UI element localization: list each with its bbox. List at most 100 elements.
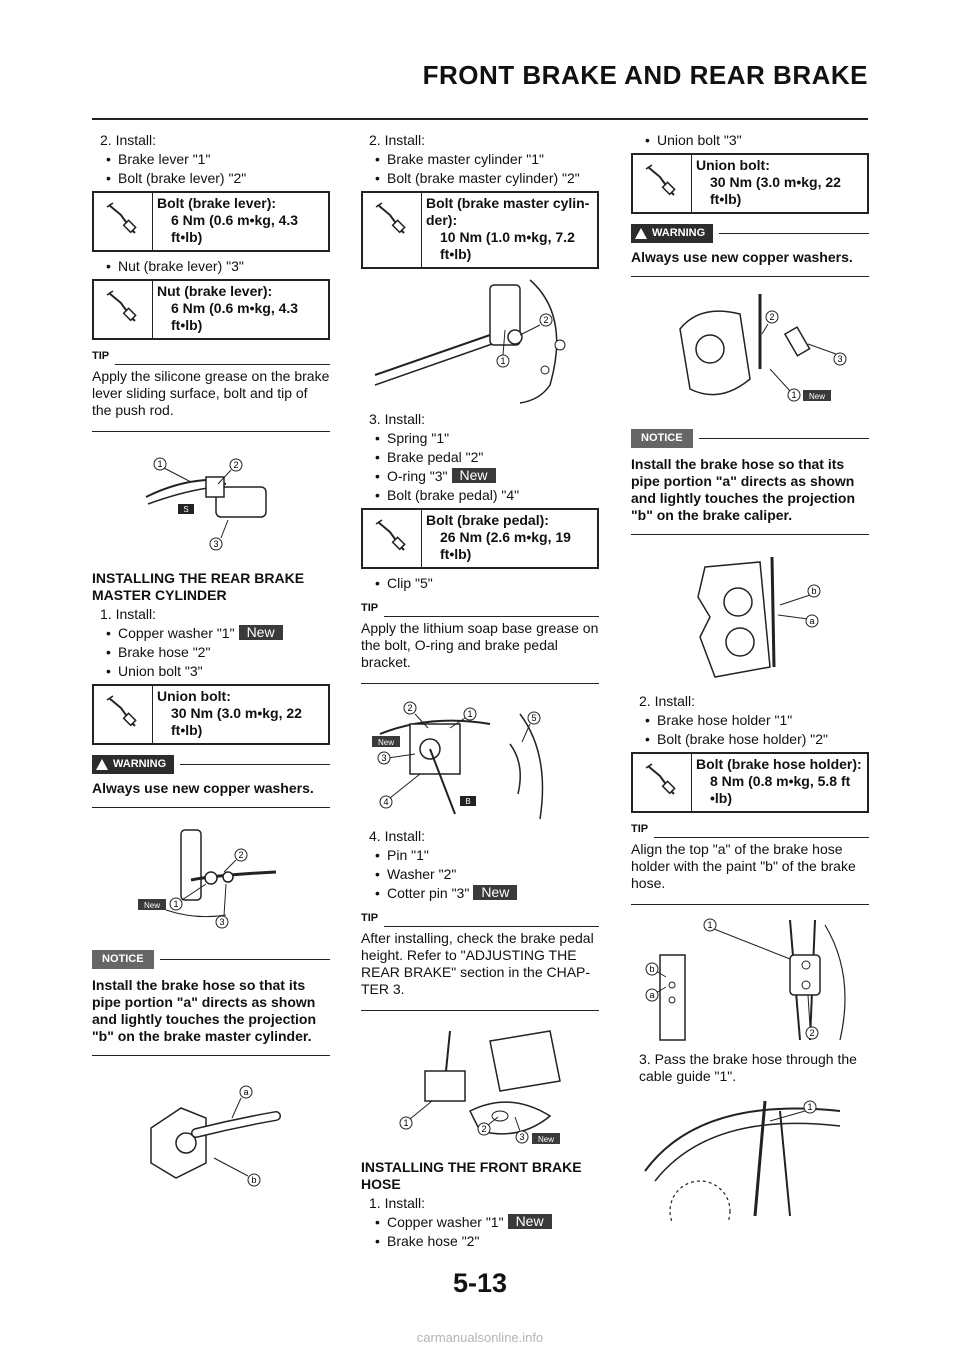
spec-title: Bolt (brake hose holder):: [696, 756, 862, 772]
spec-value: 26 Nm (2.6 m•kg, 19 ft•lb): [440, 529, 571, 562]
callout-1: 1: [500, 356, 505, 366]
list-item: Bolt (brake hose holder) "2": [631, 731, 869, 748]
spec-title: Union bolt:: [696, 157, 770, 173]
list-item: Clip "5": [361, 575, 599, 592]
watermark: carmanualsonline.info: [416, 1330, 544, 1345]
torque-wrench-icon: [633, 754, 692, 811]
torque-wrench-icon: [363, 193, 422, 267]
hose-pipe-illustration: a b: [150, 1085, 281, 1187]
callout-1: 1: [157, 459, 162, 469]
callout-b: b: [649, 964, 654, 974]
warning-badge: WARNING: [631, 224, 714, 243]
list-item: Washer "2": [361, 866, 599, 883]
spec-value: 6 Nm (0.6 m•kg, 4.3 ft•lb): [171, 212, 299, 245]
new-badge: New: [538, 1135, 554, 1144]
brake-caliper-illustration: b a: [697, 556, 821, 678]
new-badge: New: [809, 392, 825, 401]
callout-2: 2: [769, 312, 774, 322]
step: 2. Install:: [100, 132, 157, 148]
list-item: O-ring "3"New: [361, 468, 599, 485]
list-item: Brake lever "1": [92, 151, 330, 168]
callout-4: 4: [383, 797, 388, 807]
tip-label: TIP: [361, 602, 379, 614]
list-item: Brake hose "2": [361, 1233, 599, 1250]
torque-spec-box: Bolt (brake lever):6 Nm (0.6 m•kg, 4.3 f…: [92, 191, 330, 252]
grease-s-icon: S: [183, 505, 188, 514]
column-1: 2. Install: Brake lever "1" Bolt (brake …: [92, 132, 330, 1204]
column-3: Union bolt "3" Union bolt:30 Nm (3.0 m•k…: [631, 132, 869, 1227]
torque-spec-box: Union bolt:30 Nm (3.0 m•kg, 22 ft•lb): [631, 153, 869, 214]
callout-3: 3: [837, 354, 842, 364]
rear-master-cylinder-illustration: 2 1: [374, 279, 566, 404]
callout-a: a: [649, 990, 654, 1000]
spec-value: 10 Nm (1.0 m•kg, 7.2 ft•lb): [440, 229, 575, 262]
torque-wrench-icon: [94, 686, 153, 743]
callout-3: 3: [219, 917, 224, 927]
new-badge: New: [238, 625, 283, 640]
step: 2. Install:: [639, 693, 696, 709]
list-item: Pin "1": [361, 847, 599, 864]
callout-b: b: [811, 586, 816, 596]
tip-label: TIP: [92, 350, 110, 362]
spec-value: 6 Nm (0.6 m•kg, 4.3 ft•lb): [171, 300, 299, 333]
list-item: Union bolt "3": [92, 663, 330, 680]
spec-title: Nut (brake lever):: [157, 283, 273, 299]
torque-wrench-icon: [633, 155, 692, 212]
notice-block: NOTICE Install the brake hose so that it…: [92, 950, 330, 1056]
callout-b: b: [251, 1175, 256, 1185]
tip-text: Align the top "a" of the brake hose hold…: [631, 841, 869, 905]
torque-spec-box: Nut (brake lever):6 Nm (0.6 m•kg, 4.3 ft…: [92, 279, 330, 340]
brake-lever-illustration: 1 2 3 S: [145, 457, 267, 551]
spec-value: 8 Nm (0.8 m•kg, 5.8 ft •lb): [710, 773, 851, 806]
warning-text: Always use new copper washers.: [92, 780, 330, 808]
header-rule: [92, 118, 868, 120]
new-badge: New: [451, 468, 496, 483]
list-item: Cotter pin "3"New: [361, 885, 599, 902]
torque-wrench-icon: [363, 510, 422, 567]
cotter-pin-illustration: 1 2 3 New: [399, 1030, 561, 1144]
spec-title: Bolt (brake pedal):: [426, 512, 549, 528]
callout-2: 2: [481, 1124, 486, 1134]
tip-label: TIP: [361, 912, 379, 924]
new-badge: New: [144, 901, 160, 910]
page-title: FRONT BRAKE AND REAR BRAKE: [422, 60, 868, 90]
warning-block: WARNING Always use new copper washers.: [631, 224, 869, 277]
section-heading: INSTALLING THE REAR BRAKE MASTER CYLINDE…: [92, 570, 305, 603]
callout-3: 3: [213, 539, 218, 549]
notice-block: NOTICE Install the brake hose so that it…: [631, 429, 869, 535]
warning-triangle-icon: [635, 228, 647, 239]
tip-block: TIP After installing, check the brake pe…: [361, 910, 599, 1011]
list-item: Brake pedal "2": [361, 449, 599, 466]
step: 1. Install:: [100, 606, 157, 622]
new-badge: New: [507, 1214, 552, 1229]
list-item: Bolt (brake pedal) "4": [361, 487, 599, 504]
callout-2: 2: [233, 460, 238, 470]
step: 4. Install:: [369, 828, 426, 844]
callout-2: 2: [238, 850, 243, 860]
torque-spec-box: Bolt (brake master cylin-der):10 Nm (1.0…: [361, 191, 599, 269]
callout-a: a: [243, 1087, 248, 1097]
new-badge: New: [473, 885, 518, 900]
notice-text: Install the brake hose so that its pipe …: [92, 977, 330, 1056]
callout-5: 5: [531, 713, 536, 723]
spec-title: Bolt (brake master cylin-der):: [426, 195, 590, 228]
tip-label: TIP: [631, 823, 649, 835]
torque-wrench-icon: [94, 281, 153, 338]
callout-1: 1: [807, 1102, 812, 1112]
page-number: 5-13: [452, 1268, 508, 1298]
caliper-union-bolt-illustration: 2 3 1 New: [679, 294, 847, 402]
spec-title: Union bolt:: [157, 688, 231, 704]
callout-1: 1: [173, 899, 178, 909]
tip-text: Apply the silicone grease on the brake l…: [92, 368, 330, 432]
notice-badge: NOTICE: [631, 429, 693, 448]
list-item: Spring "1": [361, 430, 599, 447]
callout-2: 2: [809, 1028, 814, 1038]
list-item: Brake hose holder "1": [631, 712, 869, 729]
tip-text: Apply the lithium soap base grease on th…: [361, 620, 599, 684]
callout-1: 1: [403, 1118, 408, 1128]
callout-1: 1: [791, 390, 796, 400]
cable-guide-illustration: 1: [644, 1100, 841, 1221]
list-item: Bolt (brake master cylinder) "2": [361, 170, 599, 187]
callout-2: 2: [543, 315, 548, 325]
callout-1: 1: [467, 709, 472, 719]
